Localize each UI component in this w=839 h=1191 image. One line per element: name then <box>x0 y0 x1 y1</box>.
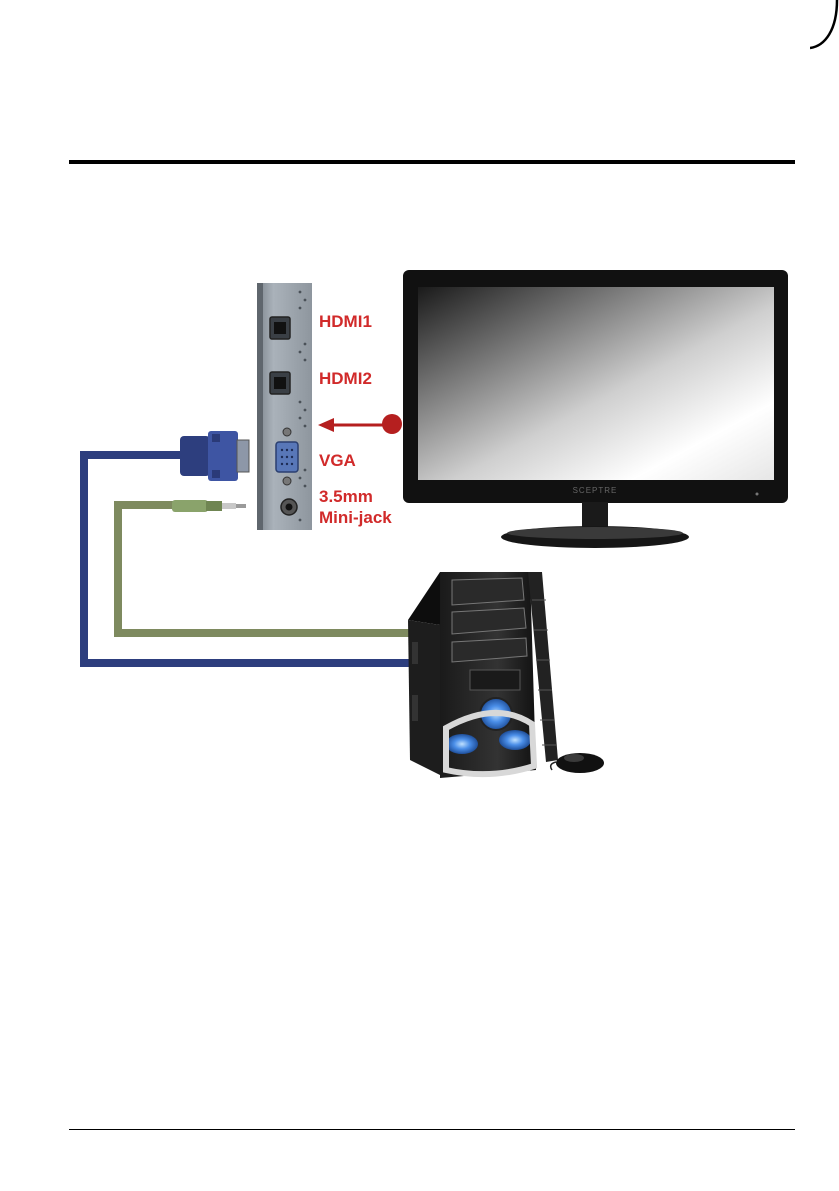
vga-plug <box>180 431 249 481</box>
red-arrow-icon <box>318 414 402 434</box>
hdmi2-label: HDMI2 <box>319 369 372 389</box>
vga-label: VGA <box>319 451 356 471</box>
computer-tower <box>408 572 536 778</box>
monitor: SCEPTRE <box>403 270 788 548</box>
audio-plug <box>172 500 246 512</box>
hdmi1-label: HDMI1 <box>319 312 372 332</box>
monitor-brand-logo: SCEPTRE <box>573 486 618 495</box>
audio-size-label: 3.5mm <box>319 487 373 507</box>
mini-jack-label: Mini-jack <box>319 508 392 528</box>
mouse <box>551 753 604 773</box>
io-panel <box>257 283 312 530</box>
